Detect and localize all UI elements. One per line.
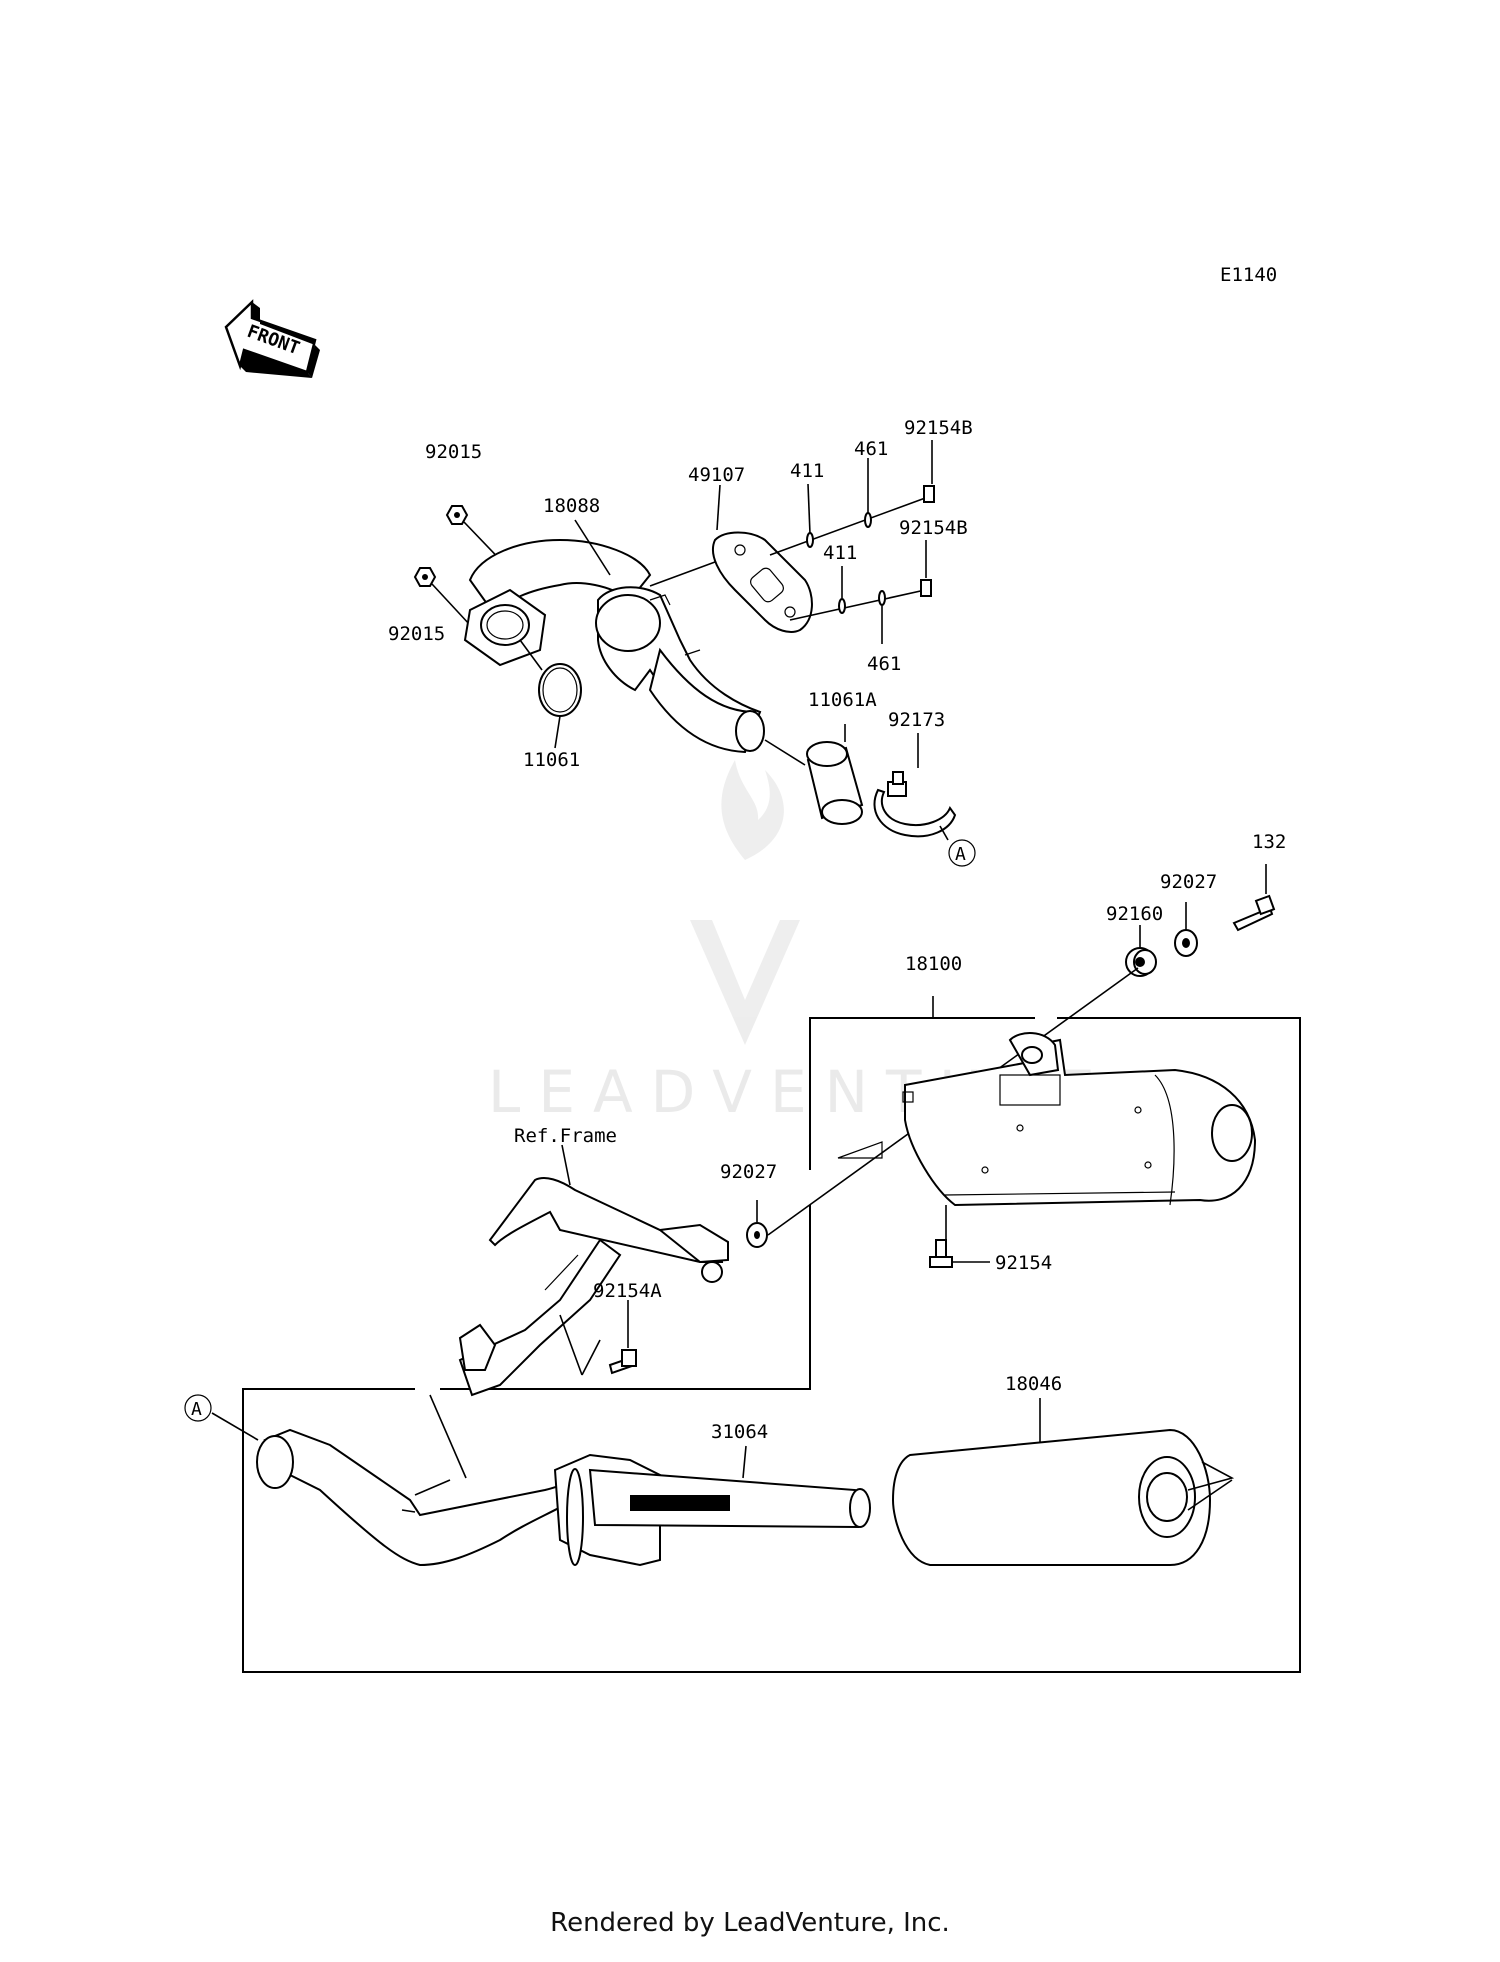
footer-credit: Rendered by LeadVenture, Inc. bbox=[550, 1908, 950, 1938]
bolt-132[interactable] bbox=[1232, 894, 1276, 932]
label-132: 132 bbox=[1252, 831, 1286, 853]
tail-pipe-31064[interactable] bbox=[256, 1428, 871, 1567]
header-pipe-18088[interactable] bbox=[463, 538, 765, 754]
label-411-mid: 411 bbox=[823, 542, 857, 564]
diagram-code: E1140 bbox=[1220, 264, 1277, 286]
silencer-18100[interactable] bbox=[902, 1032, 1257, 1207]
muffler-body-18046[interactable] bbox=[891, 1428, 1212, 1566]
heat-guard-49107[interactable] bbox=[712, 531, 813, 633]
label-18088: 18088 bbox=[543, 495, 600, 517]
label-92027-top: 92027 bbox=[1160, 871, 1217, 893]
label-49107: 49107 bbox=[688, 464, 745, 486]
washer-92027-mid[interactable] bbox=[746, 1222, 768, 1248]
label-92154: 92154 bbox=[995, 1252, 1052, 1274]
washer-461-top[interactable] bbox=[864, 512, 872, 528]
label-11061A: 11061A bbox=[808, 689, 877, 711]
label-92015-left: 92015 bbox=[388, 623, 445, 645]
washer-92027-top[interactable] bbox=[1174, 929, 1198, 957]
label-92027-mid: 92027 bbox=[720, 1161, 777, 1183]
gasket-11061[interactable] bbox=[538, 663, 582, 717]
label-92154B-mid: 92154B bbox=[899, 517, 968, 539]
svg-text:A: A bbox=[191, 1399, 202, 1420]
label-11061: 11061 bbox=[523, 749, 580, 771]
washer-411-top[interactable] bbox=[806, 532, 814, 548]
bolt-92154B-mid[interactable] bbox=[920, 579, 932, 597]
bolt-92154[interactable] bbox=[929, 1239, 953, 1268]
callout-a-upper: A bbox=[948, 839, 976, 867]
bolt-92154A[interactable] bbox=[608, 1349, 637, 1375]
clamp-92173[interactable] bbox=[873, 771, 957, 838]
label-411-top: 411 bbox=[790, 460, 824, 482]
label-461-top: 461 bbox=[854, 438, 888, 460]
washer-461-bottom[interactable] bbox=[878, 590, 886, 606]
label-31064: 31064 bbox=[711, 1421, 768, 1443]
label-ref-frame: Ref.Frame bbox=[514, 1125, 617, 1147]
front-arrow-icon: FRONT bbox=[224, 299, 320, 378]
svg-text:A: A bbox=[955, 844, 966, 865]
callout-a-lower: A bbox=[184, 1394, 212, 1422]
label-461-bottom: 461 bbox=[867, 653, 901, 675]
nut-92015-top[interactable] bbox=[445, 505, 469, 525]
label-92154A: 92154A bbox=[593, 1280, 662, 1302]
label-92160: 92160 bbox=[1106, 903, 1163, 925]
label-18100: 18100 bbox=[905, 953, 962, 975]
ref-frame bbox=[458, 1177, 729, 1397]
grommet-92160[interactable] bbox=[1125, 947, 1157, 977]
label-18046: 18046 bbox=[1005, 1373, 1062, 1395]
sleeve-11061A[interactable] bbox=[806, 741, 864, 825]
nut-92015-left[interactable] bbox=[413, 567, 437, 587]
washer-411-mid[interactable] bbox=[838, 598, 846, 614]
label-92173: 92173 bbox=[888, 709, 945, 731]
bolt-92154B-top[interactable] bbox=[923, 485, 935, 503]
label-92154B-top: 92154B bbox=[904, 417, 973, 439]
label-92015-top: 92015 bbox=[425, 441, 482, 463]
